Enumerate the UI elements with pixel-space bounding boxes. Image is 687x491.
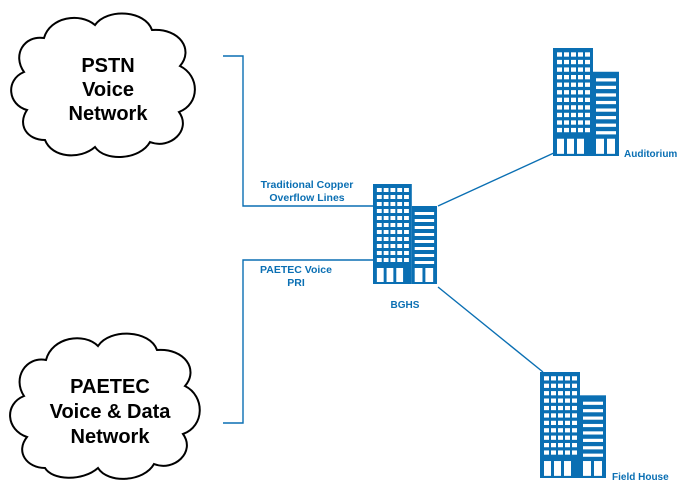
field-house-building: Field House xyxy=(540,372,669,483)
auditorium-building: Auditorium xyxy=(553,48,677,160)
connection-lines xyxy=(223,55,557,424)
pstn-cloud: PSTN Voice Network xyxy=(10,12,196,159)
copper-link-label-line-1: Traditional Copper xyxy=(261,179,354,191)
link-paetec-to-bghs xyxy=(223,259,375,424)
paetec-cloud-line-1: PAETEC xyxy=(70,376,150,398)
link-bghs-to-auditorium xyxy=(437,151,557,207)
link-pstn-to-bghs xyxy=(223,55,375,207)
bghs-building: BGHS xyxy=(373,184,438,311)
pri-link-label-line-2: PRI xyxy=(287,277,305,289)
link-bghs-to-field-house xyxy=(437,286,544,373)
pstn-cloud-line-3: Network xyxy=(69,103,149,125)
field-house-label: Field House xyxy=(612,472,669,483)
building-icon xyxy=(373,184,438,284)
pri-link-label-line-1: PAETEC Voice xyxy=(260,264,332,276)
pstn-cloud-line-2: Voice xyxy=(82,79,134,101)
bghs-label: BGHS xyxy=(391,300,420,311)
pstn-cloud-shape xyxy=(10,12,196,159)
building-icon xyxy=(553,48,619,156)
copper-link-label-line-2: Overflow Lines xyxy=(269,192,344,204)
auditorium-label: Auditorium xyxy=(624,149,677,160)
paetec-cloud-line-3: Network xyxy=(71,426,151,448)
building-icon xyxy=(540,372,606,478)
pstn-cloud-line-1: PSTN xyxy=(81,55,134,77)
paetec-cloud-shape xyxy=(9,332,201,480)
paetec-cloud-line-2: Voice & Data xyxy=(50,401,172,423)
paetec-cloud: PAETEC Voice & Data Network xyxy=(9,332,201,480)
